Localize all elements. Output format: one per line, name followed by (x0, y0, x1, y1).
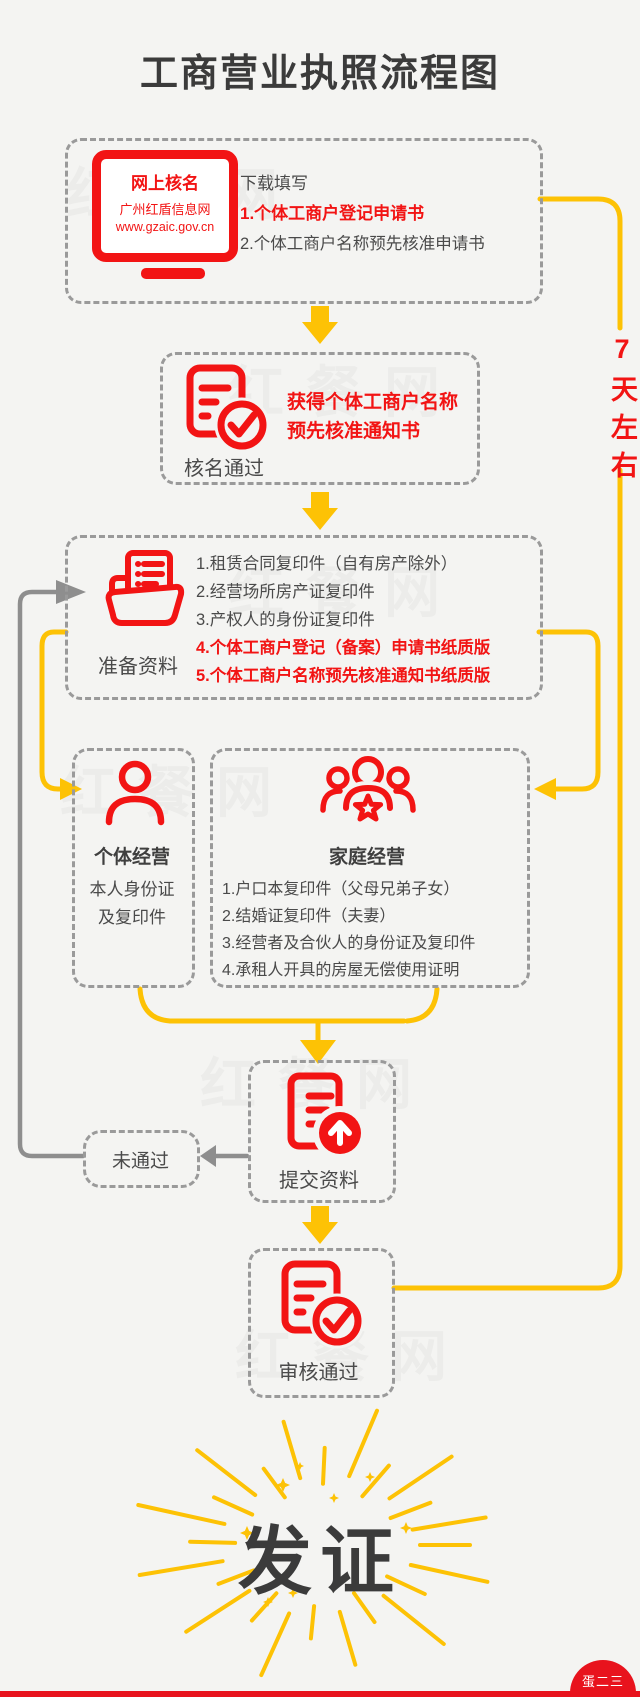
family-item-2: 2.结婚证复印件（夫妻） (222, 908, 396, 925)
submit-label: 提交资料 (279, 1170, 359, 1192)
monitor-site: 广州红盾信息网 (119, 202, 211, 217)
step3-item-3: 3.产权人的身份证复印件 (196, 611, 375, 629)
connector-to-family (536, 629, 601, 792)
step2-label: 核名通过 (184, 458, 264, 480)
individual-title: 个体经营 (93, 847, 170, 868)
submit-box (248, 1060, 396, 1203)
family-item-4: 4.承租人开具的房屋无偿使用证明 (222, 962, 460, 979)
family-item-3: 3.经营者及合伙人的身份证及复印件 (222, 935, 476, 952)
step2-highlight-line2: 预先核准通知书 (287, 421, 421, 442)
approve-box (248, 1248, 395, 1398)
fail-box (83, 1130, 200, 1188)
fail-label: 未通过 (111, 1151, 169, 1172)
step3-item-2: 2.经营场所房产证复印件 (196, 583, 375, 601)
arrow-step1-step2 (302, 306, 338, 344)
monitor-icon: 网上核名 广州红盾信息网 www.gzaic.gov.cn (92, 150, 238, 262)
family-item-1: 1.户口本复印件（父母兄弟子女） (222, 881, 460, 898)
arrowhead-family (534, 778, 556, 800)
monitor-stand (141, 268, 205, 279)
bottom-bar (0, 1691, 640, 1697)
individual-line1: 本人身份证 (89, 880, 175, 899)
arrow-step2-step3 (302, 492, 338, 530)
page-title: 工商营业执照流程图 (139, 53, 500, 95)
brand-badge: 蛋二三 (570, 1660, 636, 1697)
step3-item-5: 5.个体工商户名称预先核准通知书纸质版 (196, 667, 491, 685)
duration-label: 7天左右 (607, 334, 637, 489)
monitor-url: www.gzaic.gov.cn (115, 220, 215, 234)
family-title: 家庭经营 (328, 847, 405, 868)
connector-to-individual (39, 629, 69, 792)
approve-label: 审核通过 (278, 1362, 359, 1384)
duration-line-top (537, 196, 623, 331)
individual-box (72, 748, 195, 988)
arrow-submit-approve (302, 1206, 338, 1244)
step3-item-4: 4.个体工商户登记（备案）申请书纸质版 (196, 639, 491, 657)
step3-label: 准备资料 (98, 656, 178, 678)
step1-heading: 下载填写 (240, 174, 308, 193)
merge-line-right (404, 986, 440, 1024)
step1-item-1: 1.个体工商户登记申请书 (240, 204, 425, 223)
step1-item-2: 2.个体工商户名称预先核准申请书 (240, 235, 485, 253)
merge-line-left (137, 986, 407, 1024)
step2-box (160, 352, 480, 485)
individual-line2: 及复印件 (98, 908, 166, 927)
issue-label: 发证 (238, 1520, 402, 1603)
arrowhead-fail (200, 1145, 216, 1167)
monitor-title: 网上核名 (131, 174, 199, 193)
family-box (210, 748, 530, 988)
step1-box: 下载填写 1.个体工商户登记申请书 2.个体工商户名称预先核准申请书 (65, 138, 543, 304)
step3-item-1: 1.租赁合同复印件（自有房产除外） (196, 555, 458, 573)
step2-highlight-line1: 获得个体工商户名称 (287, 392, 459, 413)
step3-box (65, 535, 543, 700)
